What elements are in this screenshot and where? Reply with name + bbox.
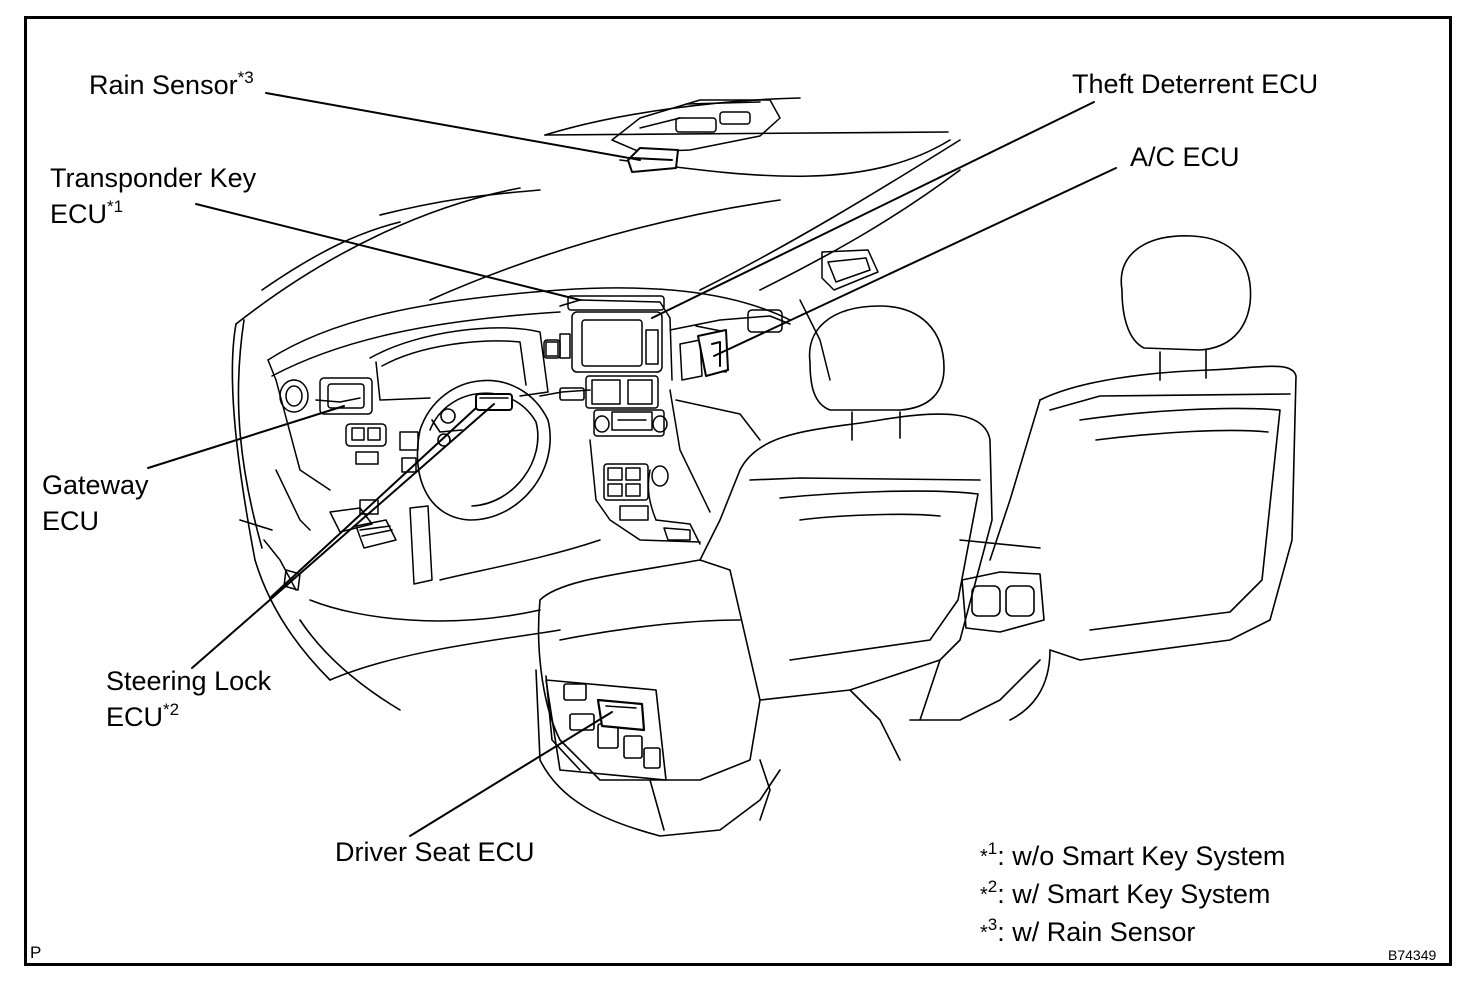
label-theft-deterrent-ecu: Theft Deterrent ECU [1072,66,1318,102]
transponder-line1: Transponder Key [50,163,257,193]
label-gateway-ecu: Gateway ECU [42,467,149,539]
label-driver-seat-ecu: Driver Seat ECU [335,834,535,870]
leader-gateway [147,405,345,469]
label-rain-sensor: Rain Sensor*3 [89,67,254,103]
gateway-line2: ECU [42,506,100,536]
theft-deterrent-text: Theft Deterrent ECU [1072,69,1319,99]
label-ac-ecu: A/C ECU [1130,139,1240,175]
gateway-line1: Gateway [42,470,149,500]
footnote-2-num: 2 [987,877,998,896]
overhead-console [611,99,781,153]
leader-theft-deterrent [651,101,1095,319]
steering-lock-mark: *2 [163,700,180,719]
leader-driver-seat [409,711,613,837]
rain-sensor-unit [627,147,679,173]
footnote-3-star: * [980,922,988,944]
footnote-1-num: 1 [987,839,998,858]
windshield-outline [235,97,961,325]
front-seat [535,305,993,837]
driver-seat-text: Driver Seat ECU [335,837,535,867]
ac-ecu-unit [697,329,729,377]
label-transponder-key-ecu: Transponder Key ECU*1 [50,160,256,232]
leader-steering-lock-b [269,407,477,599]
door-opening [231,319,401,711]
footnote-1-text: : w/o Smart Key System [997,841,1286,871]
footnote-1: *1: w/o Smart Key System [980,838,1285,876]
steering-wheel [416,379,591,521]
ac-ecu-text: A/C ECU [1130,142,1240,172]
label-steering-lock-ecu: Steering Lock ECU*2 [106,663,271,735]
corner-letter: P [30,943,42,962]
footnote-1-star: * [980,846,988,868]
leader-rain-sensor [265,92,641,161]
steering-lock-line1: Steering Lock [106,666,272,696]
driver-seat-ecu-panel [545,679,667,781]
rear-seat [909,235,1297,721]
leader-steering-lock [191,403,495,669]
footnote-2: *2: w/ Smart Key System [980,876,1285,914]
footnote-2-star: * [980,884,988,906]
leader-lines [147,92,1117,837]
rain-sensor-mark: *3 [237,68,254,87]
transponder-mark: *1 [107,197,124,216]
steering-lock-line2: ECU [106,702,164,732]
diagram-frame [24,16,1452,966]
rain-sensor-text: Rain Sensor [89,70,238,100]
center-stack [543,295,711,545]
leader-transponder [195,203,581,301]
dashboard [267,287,831,531]
footnote-3: *3: w/ Rain Sensor [980,914,1285,952]
footnote-3-num: 3 [987,915,998,934]
footnotes: *1: w/o Smart Key System *2: w/ Smart Ke… [980,838,1285,952]
leader-ac-ecu [713,167,1117,357]
footnote-3-text: : w/ Rain Sensor [997,917,1196,947]
transponder-line2: ECU [50,199,108,229]
figure-id: B74349 [1388,947,1437,963]
footnote-2-text: : w/ Smart Key System [997,879,1271,909]
